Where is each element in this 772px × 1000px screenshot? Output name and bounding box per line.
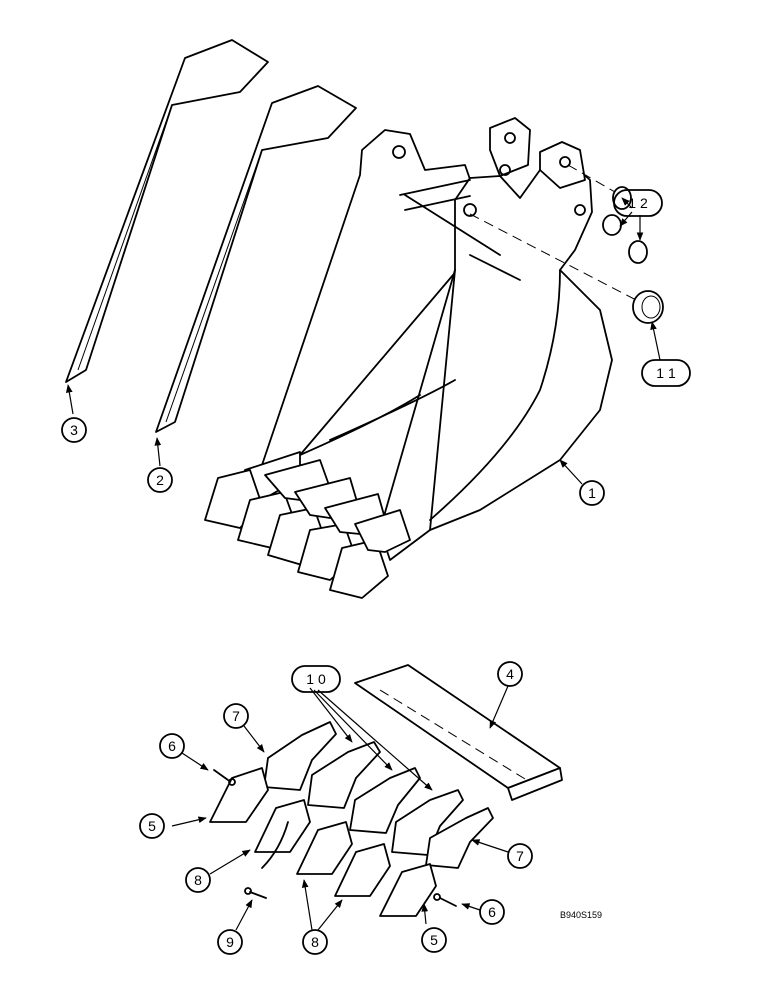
- callout-5-left: 5: [139, 813, 165, 839]
- callout-label: 1: [588, 485, 596, 501]
- callout-9: 9: [217, 929, 243, 955]
- bucket-body-1: [204, 117, 641, 599]
- callout-label: 5: [430, 932, 438, 948]
- callout-label: 6: [488, 904, 496, 920]
- callout-3: 3: [61, 417, 87, 443]
- bolts-6: [213, 769, 457, 907]
- callout-label: 7: [232, 708, 240, 724]
- callout-label: 3: [70, 422, 78, 438]
- bushings-12: [602, 186, 648, 264]
- callout-8-bottom: 8: [302, 929, 328, 955]
- callout-label: 8: [311, 934, 319, 950]
- callout-7-left: 7: [223, 703, 249, 729]
- callout-leaders: [65, 197, 661, 931]
- tooth-adapters: [263, 721, 494, 869]
- bushing-11: [632, 290, 664, 324]
- callout-label: 6: [168, 738, 176, 754]
- callout-5-right: 5: [421, 927, 447, 953]
- callout-7-right: 7: [507, 843, 533, 869]
- callout-12: 1 2: [613, 189, 663, 217]
- cutting-edge-4: [354, 664, 563, 801]
- callout-10: 1 0: [291, 665, 341, 693]
- side-plate-3: [65, 39, 269, 383]
- callout-label: 1 2: [628, 195, 648, 211]
- callout-8-left: 8: [185, 867, 211, 893]
- callout-label: 5: [148, 818, 156, 834]
- callout-label: 1 1: [656, 365, 676, 381]
- callout-label: 7: [516, 848, 524, 864]
- callout-6-right: 6: [479, 899, 505, 925]
- callout-1: 1: [579, 480, 605, 506]
- callout-2: 2: [147, 467, 173, 493]
- callout-label: 8: [194, 872, 202, 888]
- callout-6-left: 6: [159, 733, 185, 759]
- callout-11: 1 1: [641, 359, 691, 387]
- callout-label: 9: [226, 934, 234, 950]
- callout-label: 1 0: [306, 671, 326, 687]
- drawing-code: B940S159: [560, 910, 602, 920]
- pin-9: [244, 821, 289, 899]
- callout-label: 4: [506, 666, 514, 682]
- tooth-points: [209, 767, 437, 917]
- side-plate-2: [155, 85, 357, 433]
- callout-4: 4: [497, 661, 523, 687]
- callout-label: 2: [156, 472, 164, 488]
